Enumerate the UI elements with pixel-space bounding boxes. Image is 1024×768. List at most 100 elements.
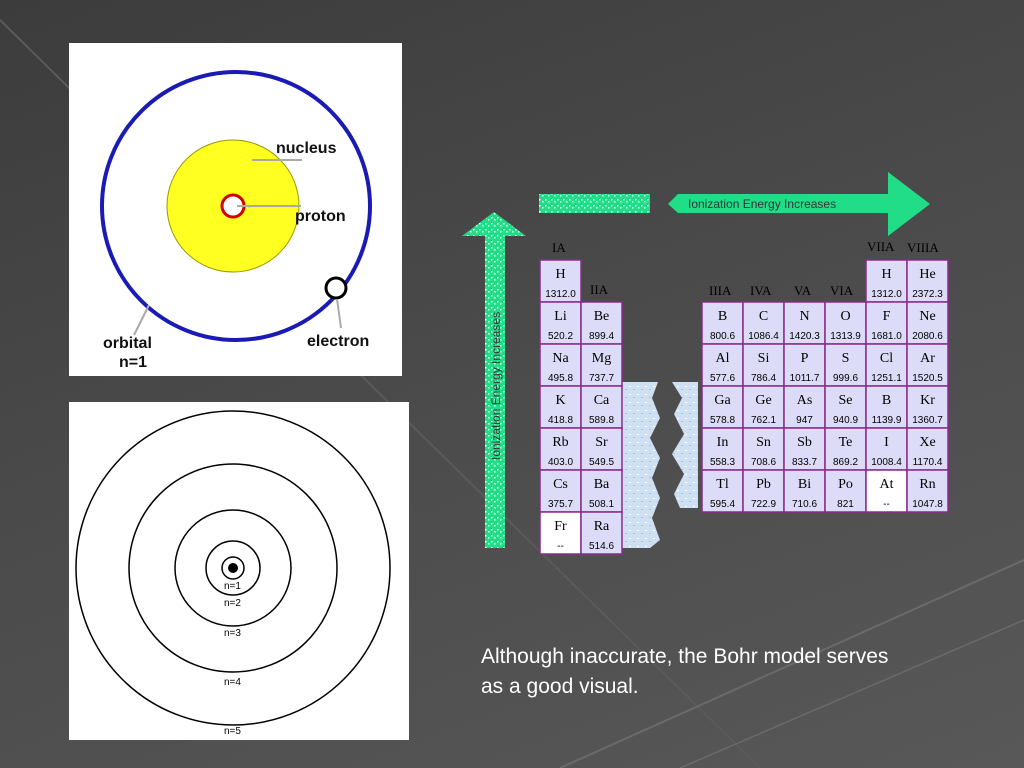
ionization-energy-value: 2372.3 bbox=[912, 289, 943, 300]
ionization-energy-value: 833.7 bbox=[792, 457, 817, 468]
element-symbol: S bbox=[842, 351, 850, 366]
element-symbol: Ra bbox=[594, 519, 610, 534]
element-symbol: Fr bbox=[554, 519, 567, 534]
element-cell-box bbox=[539, 259, 582, 303]
shell-label-n3: n=3 bbox=[224, 628, 241, 639]
element-cell-box bbox=[580, 427, 623, 471]
nucleus-dot bbox=[228, 563, 238, 573]
element-symbol: Cs bbox=[553, 477, 568, 492]
vertical-arrow-label: Ionization Energy Increases bbox=[489, 312, 503, 460]
electron-circle bbox=[324, 276, 348, 300]
ionization-energy-value: 1170.4 bbox=[913, 457, 943, 468]
element-symbol: He bbox=[919, 267, 935, 282]
element-cell-box bbox=[539, 469, 582, 513]
element-cell-box bbox=[906, 301, 949, 345]
left-cell-Fr: Fr-- bbox=[539, 511, 582, 555]
ionization-energy-value: 1008.4 bbox=[871, 457, 902, 468]
ionization-energy-value: 1313.9 bbox=[830, 331, 861, 342]
ionization-energy-value: 418.8 bbox=[548, 415, 573, 426]
element-symbol: N bbox=[799, 309, 809, 324]
shell-n1 bbox=[221, 556, 245, 580]
ionization-energy-value: 1520.5 bbox=[912, 373, 943, 384]
ionization-energy-value: 403.0 bbox=[548, 457, 573, 468]
group-header-IA: IA bbox=[552, 240, 566, 255]
element-symbol: P bbox=[801, 351, 809, 366]
element-cell-box bbox=[580, 511, 623, 555]
left-cell-Ra: Ra 514.6 bbox=[580, 511, 623, 555]
element-symbol: K bbox=[555, 393, 565, 408]
horizontal-arrow-tail bbox=[539, 194, 650, 213]
group-header-IVA: IVA bbox=[750, 283, 772, 298]
vertical-arrow-icon bbox=[462, 212, 526, 548]
ionization-energy-value: 1086.4 bbox=[748, 331, 779, 342]
right-cell-He: He 2372.3 bbox=[906, 259, 949, 303]
element-symbol: Sb bbox=[797, 435, 812, 450]
ionization-energy-value: 514.6 bbox=[589, 541, 614, 552]
element-cell-box bbox=[701, 343, 744, 387]
right-cell-N: N 1420.3 bbox=[783, 301, 826, 345]
bohr-model-single-orbit: nucleus proton electron orbital n=1 bbox=[69, 43, 402, 376]
ionization-energy-value: 1251.1 bbox=[871, 373, 902, 384]
element-cell-box bbox=[906, 385, 949, 429]
element-cell-box bbox=[580, 343, 623, 387]
ionization-energy-value: 595.4 bbox=[710, 499, 735, 510]
bohr-model-shells: n=1 n=2 n=3 n=4 n=5 bbox=[69, 402, 409, 740]
ionization-energy-value: 869.2 bbox=[833, 457, 858, 468]
element-symbol: Ne bbox=[919, 309, 935, 324]
shell-label-n5: n=5 bbox=[224, 726, 241, 737]
element-cell-box bbox=[742, 301, 785, 345]
left-cell-Cs: Cs 375.7 bbox=[539, 469, 582, 513]
element-symbol: I bbox=[884, 435, 889, 450]
ionization-energy-value: 1360.7 bbox=[912, 415, 943, 426]
caption-text: Although inaccurate, the Bohr model serv… bbox=[481, 645, 889, 698]
element-symbol: Ge bbox=[755, 393, 771, 408]
element-symbol: Li bbox=[554, 309, 567, 324]
ionization-energy-value: 999.6 bbox=[833, 373, 858, 384]
horizontal-arrow-label: Ionization Energy Increases bbox=[688, 197, 836, 211]
group-header-IIIA: IIIA bbox=[709, 283, 732, 298]
element-symbol: Sr bbox=[595, 435, 608, 450]
shell-n4 bbox=[128, 463, 338, 673]
ionization-energy-value: 520.2 bbox=[548, 331, 573, 342]
group-header-IIA: IIA bbox=[590, 282, 609, 297]
element-symbol: Ga bbox=[714, 393, 731, 408]
element-cell-box bbox=[580, 385, 623, 429]
shell-label-n2: n=2 bbox=[224, 598, 241, 609]
element-symbol: Si bbox=[758, 351, 770, 366]
orbital-ring bbox=[100, 70, 372, 342]
ionization-energy-value: 495.8 bbox=[548, 373, 573, 384]
element-symbol: Na bbox=[552, 351, 569, 366]
ionization-energy-value: 1420.3 bbox=[789, 331, 820, 342]
element-symbol: Al bbox=[716, 351, 730, 366]
ionization-energy-value: 375.7 bbox=[548, 499, 573, 510]
element-symbol: Pb bbox=[756, 477, 771, 492]
right-cell-Ge: Ge 762.1 bbox=[742, 385, 785, 429]
element-symbol: Cl bbox=[880, 351, 893, 366]
ionization-energy-value: 762.1 bbox=[751, 415, 776, 426]
n1-label: n=1 bbox=[119, 354, 147, 371]
left-cell-Na: Na 495.8 bbox=[539, 343, 582, 387]
ionization-energy-value: 1312.0 bbox=[545, 289, 576, 300]
element-symbol: Kr bbox=[920, 393, 935, 408]
group-header-VIIIA: VIIIA bbox=[907, 240, 939, 255]
shell-n5 bbox=[75, 410, 391, 726]
ionization-energy-value: 722.9 bbox=[751, 499, 776, 510]
ionization-energy-value: 1047.8 bbox=[912, 499, 943, 510]
table-gap-right bbox=[672, 382, 698, 508]
